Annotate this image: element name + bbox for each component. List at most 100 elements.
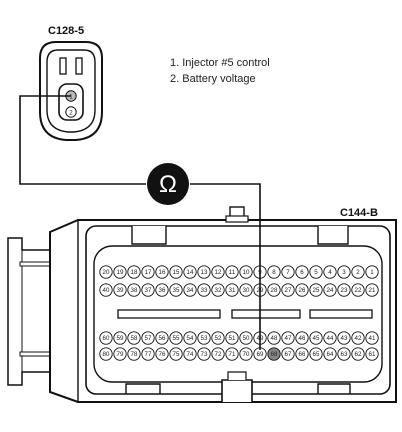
legend-item-2: 2. Battery voltage xyxy=(170,73,256,85)
connector-b-pin-26-label: 26 xyxy=(299,287,306,294)
connector-b-pin-65-label: 65 xyxy=(313,351,320,358)
connector-b-pin-63 xyxy=(337,347,351,361)
connector-b-pin-10-label: 10 xyxy=(243,269,250,276)
connector-b-pin-24-label: 24 xyxy=(327,287,334,294)
ohmmeter: Ω xyxy=(147,163,189,205)
connector-b-pin-54-label: 54 xyxy=(187,335,194,342)
connector-b-pin-76-label: 76 xyxy=(159,351,166,358)
connector-b-pin-64-label: 64 xyxy=(327,351,334,358)
connector-b-pin-47-label: 47 xyxy=(285,335,292,342)
connector-b-pin-42 xyxy=(351,331,365,345)
connector-b-pin-63-label: 63 xyxy=(341,351,348,358)
connector-b-pin-41-label: 41 xyxy=(369,335,376,342)
connector-a-pin-1-label: 1 xyxy=(69,93,73,100)
connector-b-pin-8 xyxy=(267,265,281,279)
connector-b-pin-58-label: 58 xyxy=(131,335,138,342)
connector-b-pin-69-label: 69 xyxy=(257,351,264,358)
connector-b-pin-61 xyxy=(365,347,379,361)
connector-b-pin-5 xyxy=(309,265,323,279)
connector-b-pin-72 xyxy=(211,347,225,361)
legend-item-1: 1. Injector #5 control xyxy=(170,57,270,69)
connector-b-pin-40 xyxy=(99,283,113,297)
connector-b-pin-54 xyxy=(183,331,197,345)
connector-b-pin-79 xyxy=(113,347,127,361)
connector-b-pin-45-label: 45 xyxy=(313,335,320,342)
connector-b-pin-19 xyxy=(113,265,127,279)
connector-b-pin-55-label: 55 xyxy=(173,335,180,342)
connector-b-pin-30-label: 30 xyxy=(243,287,250,294)
connector-b-pin-10 xyxy=(239,265,253,279)
connector-b-pin-70-label: 70 xyxy=(243,351,250,358)
connector-b-pin-51 xyxy=(225,331,239,345)
connector-b-pin-50-label: 50 xyxy=(243,335,250,342)
connector-b-pin-68-label: 68 xyxy=(271,351,278,358)
connector-b-pin-57-label: 57 xyxy=(145,335,152,342)
connector-b-pin-27-label: 27 xyxy=(285,287,292,294)
connector-b-pin-6 xyxy=(295,265,309,279)
connector-b-pin-44 xyxy=(323,331,337,345)
connector-b-pin-71-label: 71 xyxy=(229,351,236,358)
connector-b-pin-36 xyxy=(155,283,169,297)
connector-b-pin-19-label: 19 xyxy=(117,269,124,276)
connector-b-pin-34 xyxy=(183,283,197,297)
connector-b-pin-13 xyxy=(197,265,211,279)
connector-b-pin-77-label: 77 xyxy=(145,351,152,358)
connector-b-pin-38-label: 38 xyxy=(131,287,138,294)
connector-b-pin-12 xyxy=(211,265,225,279)
connector-b-pin-46 xyxy=(295,331,309,345)
ohmmeter-icon xyxy=(147,163,189,205)
connector-b-pin-58 xyxy=(127,331,141,345)
connector-b-pin-80 xyxy=(99,347,113,361)
connector-b-pin-45 xyxy=(309,331,323,345)
connector-b-pin-67 xyxy=(281,347,295,361)
connector-b-pin-74-label: 74 xyxy=(187,351,194,358)
connector-b-pin-56 xyxy=(155,331,169,345)
connector-b-pin-30 xyxy=(239,283,253,297)
connector-b-pin-80-label: 80 xyxy=(103,351,110,358)
connector-b-pin-73-label: 73 xyxy=(201,351,208,358)
connector-b-pin-44-label: 44 xyxy=(327,335,334,342)
connector-b-pin-35 xyxy=(169,283,183,297)
connector-b-pin-75 xyxy=(169,347,183,361)
connector-b-pin-78-label: 78 xyxy=(131,351,138,358)
connector-b-pin-37-label: 37 xyxy=(145,287,152,294)
connector-b-pin-31-label: 31 xyxy=(229,287,236,294)
connector-b-pin-41 xyxy=(365,331,379,345)
connector-b-pin-75-label: 75 xyxy=(173,351,180,358)
connector-b-pin-18-label: 18 xyxy=(131,269,138,276)
connector-b-pin-23 xyxy=(337,283,351,297)
connector-a-label: C128-5 xyxy=(48,25,84,37)
connector-b-pin-15-label: 15 xyxy=(173,269,180,276)
connector-b-pin-4-label: 4 xyxy=(328,269,332,276)
connector-b-pin-39 xyxy=(113,283,127,297)
connector-b-pin-46-label: 46 xyxy=(299,335,306,342)
connector-b-pin-47 xyxy=(281,331,295,345)
connector-b-pin-72-label: 72 xyxy=(215,351,222,358)
connector-b-pin-28 xyxy=(267,283,281,297)
connector-b-pin-26 xyxy=(295,283,309,297)
connector-b-pin-2 xyxy=(351,265,365,279)
connector-b-pin-59 xyxy=(113,331,127,345)
connector-b-pin-21 xyxy=(365,283,379,297)
connector-b-pin-2-label: 2 xyxy=(356,269,360,276)
connector-b-pin-22-label: 22 xyxy=(355,287,362,294)
connector-b-pin-4 xyxy=(323,265,337,279)
connector-b-pin-52-label: 52 xyxy=(215,335,222,342)
connector-b-pin-28-label: 28 xyxy=(271,287,278,294)
connector-b-pin-62 xyxy=(351,347,365,361)
connector-b-pin-53-label: 53 xyxy=(201,335,208,342)
connector-b-pin-68 xyxy=(267,347,281,361)
connector-a-pin-2-label: 2 xyxy=(69,109,73,116)
connector-b-pin-12-label: 12 xyxy=(215,269,222,276)
connector-b xyxy=(7,206,397,403)
connector-b-pin-18 xyxy=(127,265,141,279)
connector-b-pin-71 xyxy=(225,347,239,361)
connector-b-pin-65 xyxy=(309,347,323,361)
connector-b-pin-17-label: 17 xyxy=(145,269,152,276)
connector-b-pin-55 xyxy=(169,331,183,345)
connector-b-pin-51-label: 51 xyxy=(229,335,236,342)
connector-a-pin-2 xyxy=(65,106,77,118)
